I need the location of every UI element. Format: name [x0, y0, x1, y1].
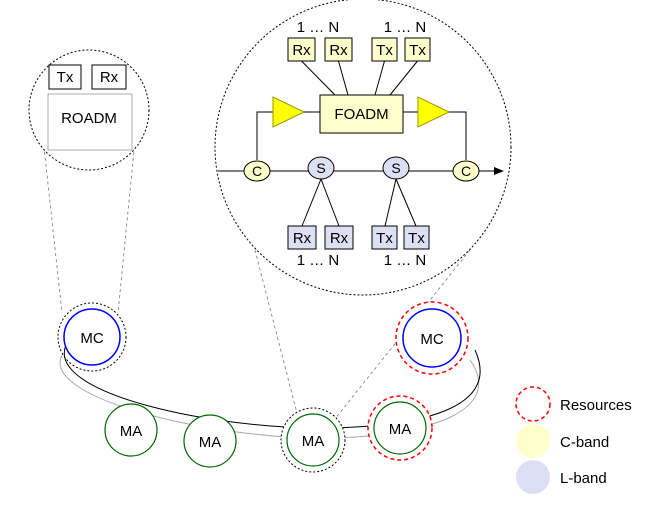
- foadm-label: FOADM: [334, 106, 388, 123]
- zoom-lines: [39, 109, 471, 426]
- top-rx-label-1: Rx: [292, 42, 311, 59]
- ma-1-label: MA: [120, 423, 143, 440]
- splitter-left-label: S: [316, 160, 325, 176]
- bottom-tx-label-1: Tx: [376, 230, 393, 247]
- coupler-left: [243, 160, 271, 182]
- roadm-tx-label: Tx: [57, 69, 74, 86]
- c-band-path: [256, 111, 273, 160]
- ma-3-label: MA: [302, 433, 325, 450]
- ma-node-3: MA: [280, 407, 346, 473]
- bottom-range-left: 1 … N: [297, 252, 340, 269]
- foadm-drop-lines: [301, 60, 418, 96]
- bottom-rx-box-2: [324, 225, 354, 250]
- coupler-left-label: C: [252, 163, 262, 179]
- ma-node-1: MA: [104, 403, 158, 457]
- roadm-tx-box: [48, 64, 82, 90]
- top-range-left: 1 … N: [297, 19, 340, 36]
- legend-resources-label: Resources: [560, 397, 632, 414]
- roadm-box: [47, 93, 133, 151]
- legend-c-band-icon: [516, 424, 550, 458]
- mc-left-label: MC: [80, 330, 103, 347]
- splitter-right-label: S: [391, 160, 400, 176]
- mc-node-left: MC: [57, 302, 127, 372]
- legend-l-band-icon: [516, 460, 550, 494]
- top-range-right: 1 … N: [384, 19, 427, 36]
- foadm-zoom-circle: [214, 0, 512, 296]
- legend-resources-icon: [515, 386, 551, 422]
- splitter-drop-lines: [301, 178, 417, 227]
- foadm-box: [319, 94, 404, 134]
- roadm-label: ROADM: [61, 110, 117, 127]
- bottom-rx-label-2: Rx: [330, 230, 349, 247]
- top-tx-label-1: Tx: [376, 42, 393, 59]
- top-tx-label-2: Tx: [409, 42, 426, 59]
- ma-node-2: MA: [183, 414, 237, 468]
- ma-2-label: MA: [199, 434, 222, 451]
- bottom-range-right: 1 … N: [384, 252, 427, 269]
- ma-4-label: MA: [389, 421, 412, 438]
- foadm-zoom: 1 … N 1 … N Rx Rx Tx Tx FOADM C: [214, 0, 512, 296]
- ma-node-4: MA: [367, 395, 433, 461]
- amplifier-right: [417, 96, 451, 128]
- bottom-tx-label-2: Tx: [408, 230, 425, 247]
- legend-c-band-label: C-band: [560, 434, 609, 451]
- coupler-right: [452, 160, 480, 182]
- bottom-tx-box-1: [371, 225, 398, 250]
- mc-right-label: MC: [420, 331, 443, 348]
- top-rx-label-2: Rx: [329, 42, 348, 59]
- roadm-rx-label: Rx: [100, 69, 119, 86]
- coupler-right-label: C: [461, 163, 471, 179]
- mc-node-right: MC: [395, 301, 469, 375]
- bottom-rx-box-1: [287, 225, 317, 250]
- bottom-tx-box-2: [403, 225, 430, 250]
- amplifier-left: [272, 96, 306, 128]
- roadm-rx-box: [91, 64, 127, 90]
- bottom-rx-label-1: Rx: [293, 230, 312, 247]
- legend: Resources C-band L-band: [515, 386, 632, 494]
- legend-l-band-label: L-band: [560, 470, 607, 487]
- roadm-zoom: Tx Rx ROADM: [28, 49, 150, 171]
